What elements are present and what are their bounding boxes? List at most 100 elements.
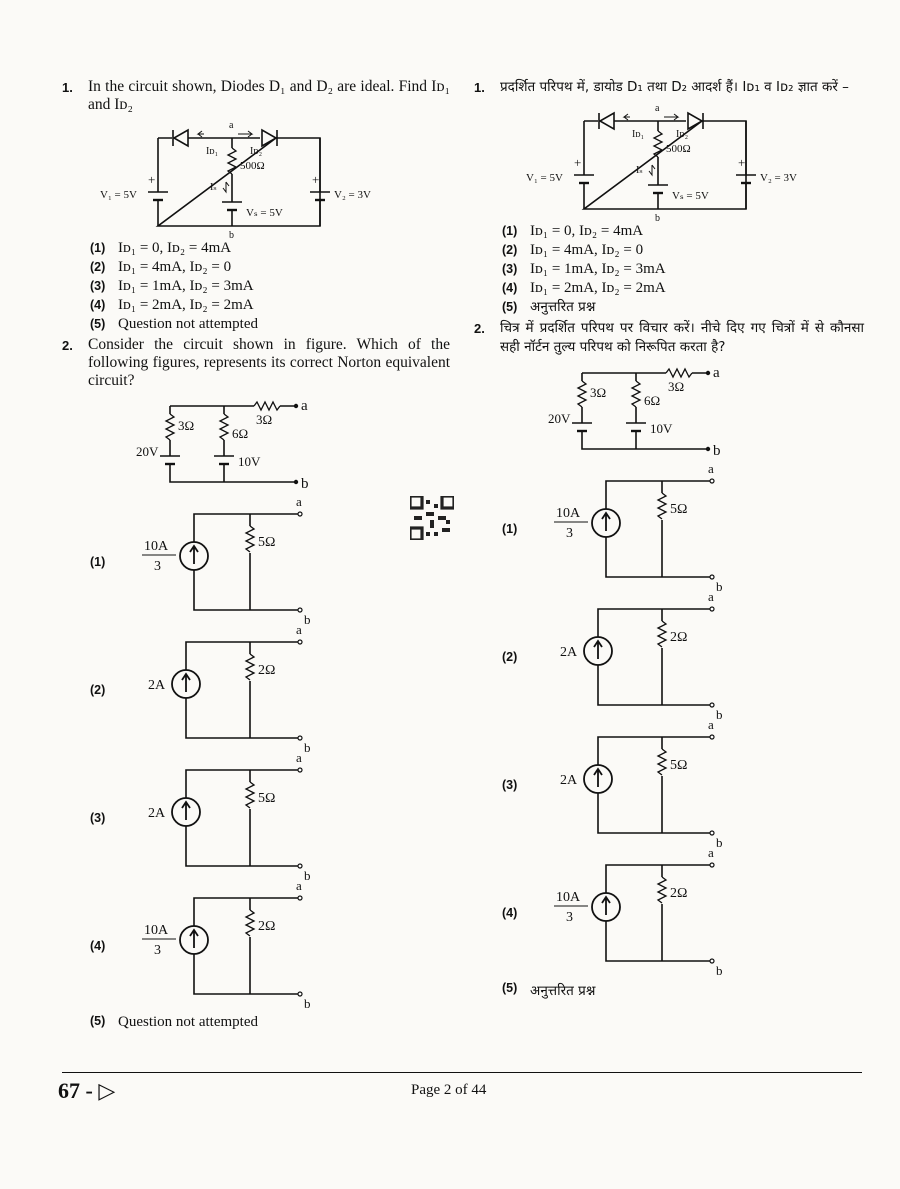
question-text: In the circuit shown, Diodes D₁ and D₂ a… <box>88 78 450 113</box>
option-text: Iᴅ₁ = 2mA, Iᴅ₂ = 2mA <box>118 297 254 313</box>
source-circuit-diagram: 3Ω 6Ω 3Ω 20V 10V a b <box>534 357 864 465</box>
plus-sign: + <box>574 155 581 170</box>
arrow-up-icon <box>189 928 199 948</box>
v10-label: 10V <box>650 421 673 436</box>
node-b-label: b <box>229 230 234 239</box>
node-b-label: b <box>304 740 311 754</box>
question-1: 1. प्रदर्शित परिपथ में, डायोड D₁ तथा D₂ … <box>474 78 864 97</box>
option-3[interactable]: (3)Iᴅ₁ = 1mA, Iᴅ₂ = 3mA <box>90 277 450 296</box>
node-a-label: a <box>708 721 714 732</box>
option-text: Iᴅ₁ = 0, Iᴅ₂ = 4mA <box>118 240 232 256</box>
node-b-label: b <box>716 707 723 721</box>
question-1: 1. In the circuit shown, Diodes D₁ and D… <box>62 78 450 114</box>
is-label: Iₛ <box>636 165 643 176</box>
current-denominator: 3 <box>566 910 573 925</box>
resistor-500-label: 500Ω <box>666 143 691 155</box>
resistor-6-symbol <box>218 413 230 441</box>
current-source-symbol <box>179 541 209 571</box>
current-label: 10A <box>556 506 581 521</box>
resistor-3-series-symbol <box>253 400 281 412</box>
v1-label: V₁ = 5V <box>100 189 137 201</box>
option-number: (1) <box>90 241 106 255</box>
node-b-label: b <box>655 213 660 222</box>
resistor-symbol <box>244 653 256 681</box>
resistance-label: 2Ω <box>258 919 275 934</box>
v1-label: V₁ = 5V <box>526 172 563 184</box>
resistor-500-symbol <box>226 147 238 175</box>
question-text: चित्र में प्रदर्शित परिपथ पर विचार करें।… <box>500 320 864 355</box>
option-text: Iᴅ₁ = 2mA, Iᴅ₂ = 2mA <box>530 280 666 296</box>
question-number: 1. <box>474 80 485 95</box>
option-5[interactable]: (5)Question not attempted <box>90 315 450 334</box>
option-number: (4) <box>502 906 518 920</box>
diode-d1-symbol <box>598 111 615 131</box>
arrow-up-icon <box>593 767 603 787</box>
option-5[interactable]: (5)Question not attempted <box>90 1014 450 1031</box>
option-number: (3) <box>90 811 106 825</box>
resistor-symbol <box>244 525 256 553</box>
node-b-label: b <box>304 996 311 1010</box>
v2-label: V₂ = 3V <box>760 172 797 184</box>
option-4[interactable]: (4)Iᴅ₁ = 2mA, Iᴅ₂ = 2mA <box>502 279 864 298</box>
current-source-symbol <box>583 636 613 666</box>
option-5[interactable]: (5)अनुत्तरित प्रश्न <box>502 981 864 999</box>
plus-sign: + <box>148 172 155 187</box>
resistor-500-label: 500Ω <box>240 160 265 172</box>
option-2[interactable]: (2)Iᴅ₁ = 4mA, Iᴅ₂ = 0 <box>502 241 864 260</box>
booklet-code: 67 - ▷ <box>58 1078 116 1103</box>
question-2: 2. चित्र में प्रदर्शित परिपथ पर विचार कर… <box>474 319 864 357</box>
resistor-3-left-symbol <box>576 380 588 408</box>
r2-label: 6Ω <box>232 426 248 441</box>
diode-d2-symbol <box>261 128 278 148</box>
question-number: 1. <box>62 80 73 95</box>
question-text: प्रदर्शित परिपथ में, डायोड D₁ तथा D₂ आदर… <box>500 79 849 95</box>
id2-label: Iᴅ₂ <box>250 146 262 157</box>
r3-label: 3Ω <box>256 412 272 427</box>
option-3[interactable]: (3)Iᴅ₁ = 1mA, Iᴅ₂ = 3mA <box>502 260 864 279</box>
option-text: अनुत्तरित प्रश्न <box>530 983 596 999</box>
option-number: (2) <box>90 683 106 697</box>
option-2[interactable]: (2)Iᴅ₁ = 4mA, Iᴅ₂ = 0 <box>90 258 450 277</box>
plus-sign: + <box>738 155 745 170</box>
option-number: (2) <box>502 243 518 257</box>
current-denominator: 3 <box>154 559 161 574</box>
option-number: (3) <box>502 262 518 276</box>
option-1[interactable]: (1) Iᴅ₁ = 0, Iᴅ₂ = 4mA <box>90 239 450 258</box>
resistor-3-series-symbol <box>665 367 693 379</box>
option-number: (2) <box>502 650 518 664</box>
resistance-label: 5Ω <box>258 535 275 550</box>
option-number: (1) <box>502 522 518 536</box>
option-5[interactable]: (5)अनुत्तरित प्रश्न <box>502 298 864 317</box>
option-number: (1) <box>502 224 518 238</box>
option-1[interactable]: (1) Iᴅ₁ = 0, Iᴅ₂ = 4mA <box>502 222 864 241</box>
option-text: Iᴅ₁ = 4mA, Iᴅ₂ = 0 <box>118 259 232 275</box>
resistance-label: 5Ω <box>258 791 275 806</box>
node-b-label: b <box>713 443 721 459</box>
option-4[interactable]: (4)Iᴅ₁ = 2mA, Iᴅ₂ = 2mA <box>90 296 450 315</box>
node-a-label: a <box>708 465 714 476</box>
id1-label: Iᴅ₁ <box>206 146 218 157</box>
current-denominator: 3 <box>566 526 573 541</box>
current-label: 10A <box>144 539 169 554</box>
node-b-label: b <box>304 868 311 882</box>
option-text: Iᴅ₁ = 1mA, Iᴅ₂ = 3mA <box>118 278 254 294</box>
v10-label: 10V <box>238 454 261 469</box>
node-a-label: a <box>229 120 234 131</box>
resistor-symbol <box>656 620 668 648</box>
option-text: Iᴅ₁ = 0, Iᴅ₂ = 4mA <box>530 223 644 239</box>
r1-label: 3Ω <box>178 418 194 433</box>
arrow-up-icon <box>181 800 191 820</box>
